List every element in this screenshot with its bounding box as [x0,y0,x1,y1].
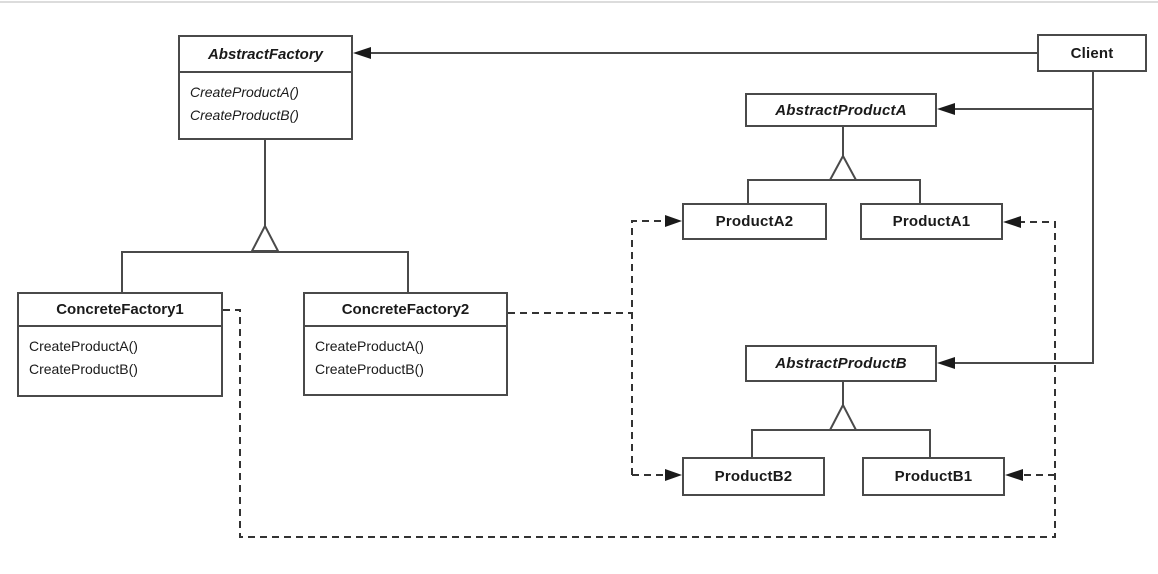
dependency-concretefactory2-products [508,215,682,481]
class-box-client: Client [1037,34,1147,72]
class-box-abstract-product-b: AbstractProductB [745,345,937,382]
class-name: ConcreteFactory1 [19,294,221,327]
methods-compartment: CreateProductA() CreateProductB() [180,73,351,127]
method-label: CreateProductA() [315,338,424,354]
generalization-factories-abstractfactory [121,140,409,292]
class-name: ProductA1 [892,213,971,230]
class-box-product-a1: ProductA1 [860,203,1003,240]
association-client-abstractfactory [353,47,1037,59]
generalization-triangle-icon [828,153,858,181]
generalization-triangle-icon [250,223,280,252]
association-client-abstractproductb [937,72,1094,369]
class-name: ConcreteFactory2 [305,294,506,327]
class-name: AbstractProductB [775,355,907,372]
filled-arrowhead-icon [1005,469,1023,481]
method-label: CreateProductA() [29,338,138,354]
filled-arrowhead-icon [665,469,682,481]
association-client-abstractproducta [937,103,1093,115]
class-name: ProductB2 [714,468,793,485]
filled-arrowhead-icon [937,357,955,369]
generalization-triangle-icon [828,402,858,431]
filled-arrowhead-icon [665,215,682,227]
class-box-concrete-factory-2: ConcreteFactory2 CreateProductA() Create… [303,292,508,396]
filled-arrowhead-icon [353,47,371,59]
dependency-concretefactory1-products [223,216,1056,538]
class-box-abstract-product-a: AbstractProductA [745,93,937,127]
methods-compartment: CreateProductA() CreateProductB() [305,327,506,381]
class-name: ProductB1 [894,468,973,485]
methods-compartment: CreateProductA() CreateProductB() [19,327,221,381]
generalization-products-abstractproductb [751,382,931,457]
filled-arrowhead-icon [1003,216,1021,228]
method-label: CreateProductB() [190,107,299,123]
class-name: AbstractFactory [180,37,351,73]
class-name: Client [1070,44,1114,62]
class-name: ProductA2 [715,213,794,230]
method-label: CreateProductA() [190,84,299,100]
filled-arrowhead-icon [937,103,955,115]
method-label: CreateProductB() [315,361,424,377]
class-box-product-a2: ProductA2 [682,203,827,240]
class-box-product-b1: ProductB1 [862,457,1005,496]
class-box-abstract-factory: AbstractFactory CreateProductA() CreateP… [178,35,353,140]
class-name: AbstractProductA [775,101,907,119]
generalization-products-abstractproducta [747,127,921,203]
class-box-concrete-factory-1: ConcreteFactory1 CreateProductA() Create… [17,292,223,397]
method-label: CreateProductB() [29,361,138,377]
top-divider [0,1,1158,3]
class-box-product-b2: ProductB2 [682,457,825,496]
